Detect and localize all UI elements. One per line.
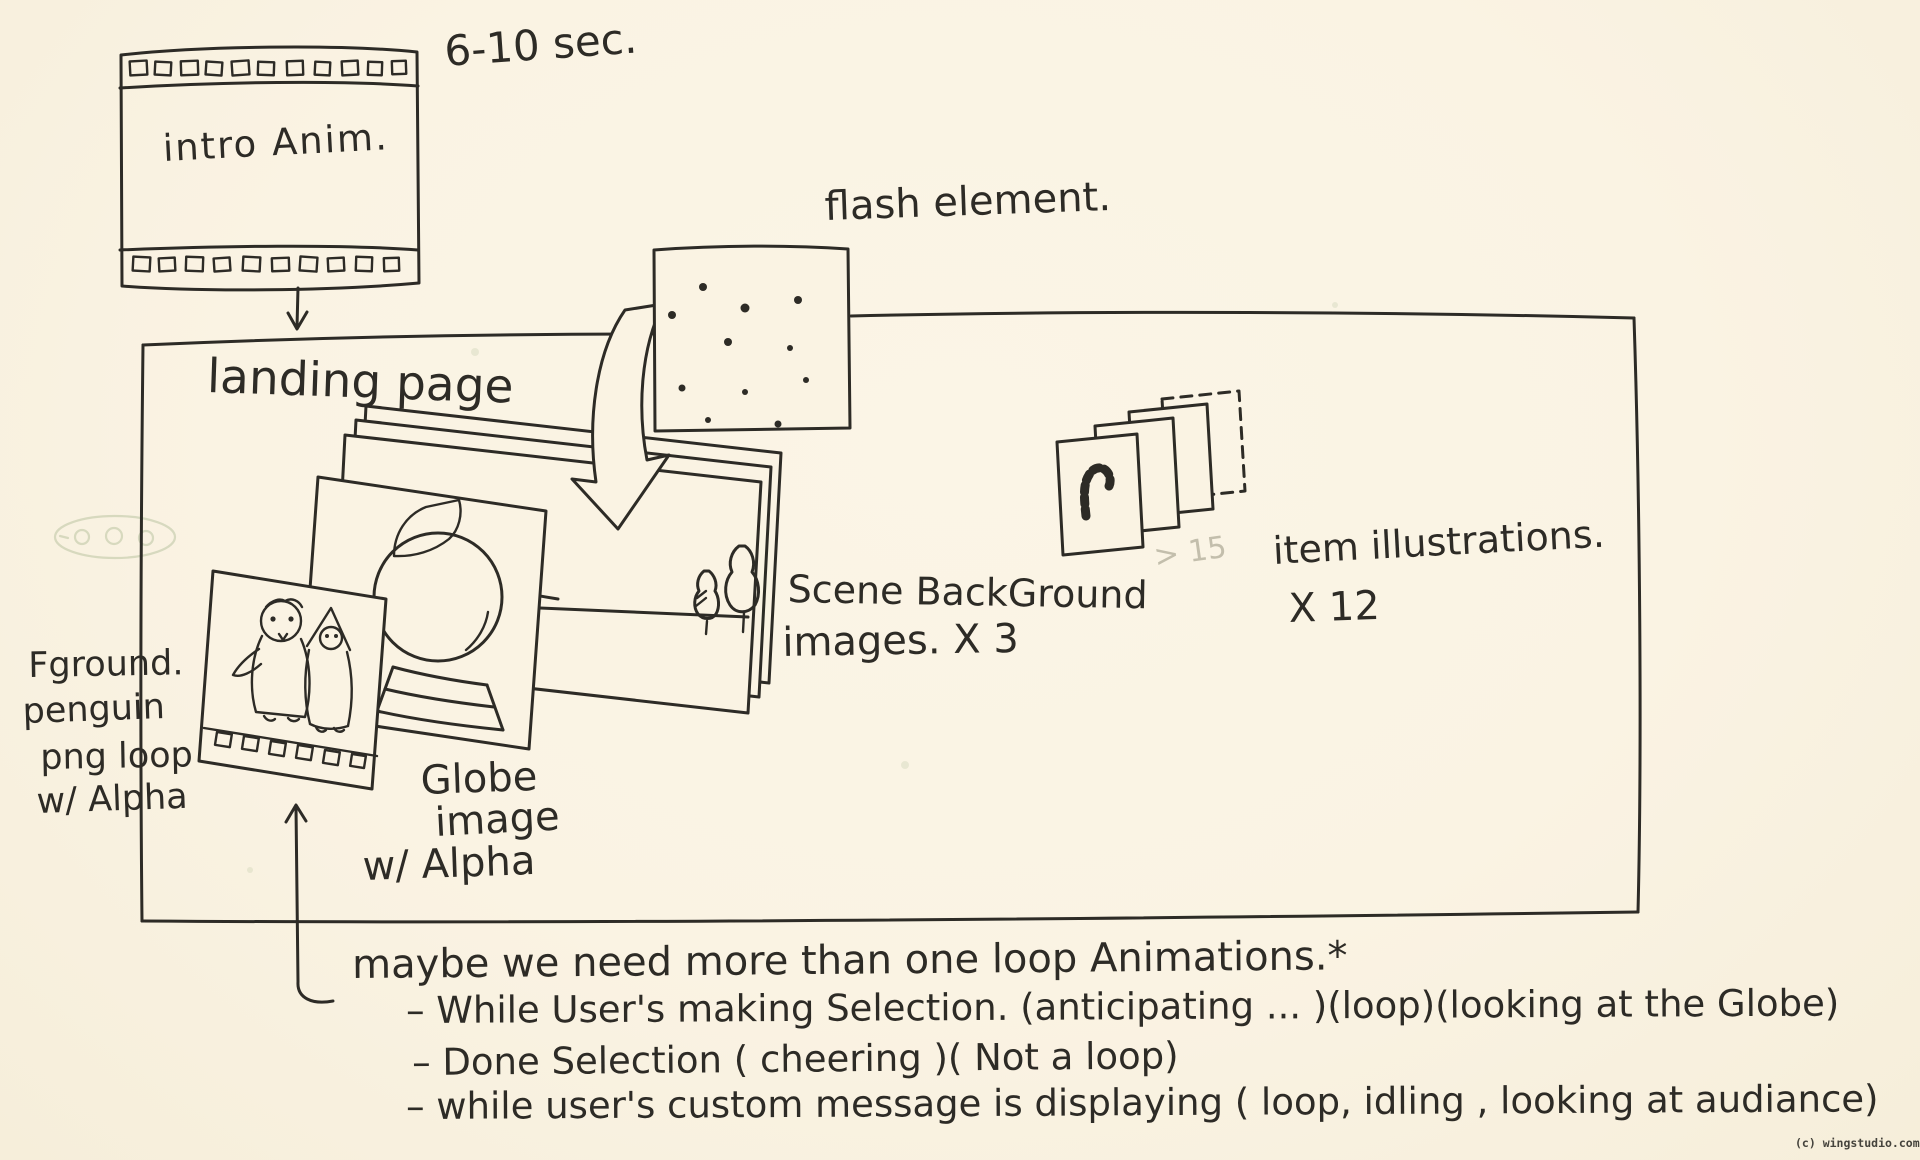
item-illustrations-label-line2: X 12 [1287, 582, 1381, 632]
candy-cane-icon [1079, 463, 1115, 521]
flash-element-label: flash element. [823, 174, 1112, 230]
notes-heading: maybe we need more than one loop Animati… [351, 933, 1348, 988]
down-arrow-icon [286, 286, 309, 331]
note-item: – while user's custom message is display… [405, 1077, 1879, 1128]
landing-page-box [139, 310, 1642, 924]
landing-page-label: landing page [206, 349, 515, 415]
note-item: – Done Selection ( cheering )( Not a loo… [411, 1034, 1179, 1084]
flash-element-box [652, 244, 852, 433]
fground-label-line4: w/ Alpha [35, 776, 189, 822]
flash-particles [668, 283, 809, 428]
penguin-icon [231, 598, 353, 733]
globe-label-line3: w/ Alpha [361, 837, 537, 890]
flow-arrow-icon [570, 302, 671, 531]
scene-background-label-line1: Scene BackGround [787, 567, 1148, 618]
pine-trees-icon [693, 544, 761, 636]
up-arrow-icon [284, 803, 335, 1004]
fground-label-line2: penguin [21, 687, 166, 732]
item-card-stack [1055, 389, 1247, 557]
watermark: (c) wingstudio.com [1795, 1136, 1920, 1150]
scene-background-label-line2: images. X 3 [781, 615, 1020, 666]
fground-label-line1: Fground. [27, 643, 184, 686]
globe-label-line2: image [433, 793, 561, 846]
note-item: – While User's making Selection. (antici… [405, 981, 1840, 1032]
intro-filmstrip-icon [118, 45, 421, 292]
penguin-card [197, 569, 388, 791]
fground-label-line3: png loop [39, 735, 194, 778]
